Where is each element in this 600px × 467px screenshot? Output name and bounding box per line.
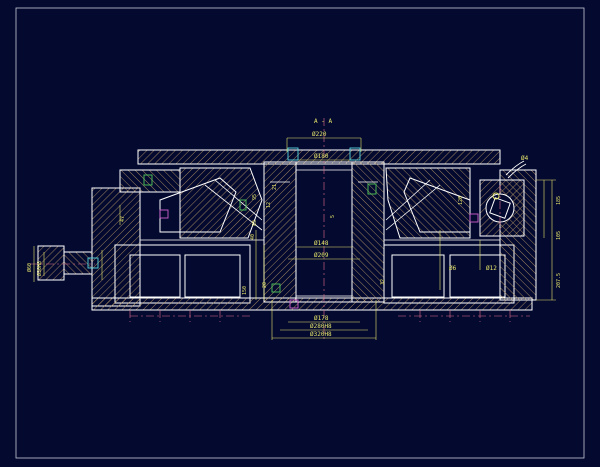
dim-d12: Ø12 (486, 265, 497, 272)
dim-d180: Ø180 (314, 153, 329, 160)
dim-d220: Ø220 (312, 131, 327, 138)
mark-r95: 95 (252, 194, 258, 200)
section-label: A - A (314, 118, 332, 125)
mark-r12: 12 (266, 202, 272, 208)
dim-d209: Ø209 (314, 252, 329, 259)
dim-h47: 47 (120, 216, 126, 222)
dim-d280: Ø280H8 (310, 323, 332, 330)
dim-h150: 150 (242, 286, 248, 295)
dim-h2075: 207.5 (556, 273, 562, 288)
detail-marks (87, 147, 527, 309)
dim-d60: Ø60 (26, 263, 33, 272)
dim-h120: 120 (458, 196, 464, 205)
dim-h32: 32 (380, 279, 386, 285)
bearing-cones (140, 169, 500, 297)
center-lines (30, 118, 530, 340)
housing-body (37, 149, 537, 311)
dim-d148: Ø148 (314, 240, 329, 247)
dim-d178: Ø178 (314, 315, 329, 322)
mark-r20: 20 (262, 282, 268, 288)
dim-h185: 185 (556, 196, 562, 205)
dim-d6: Ø6 (449, 265, 457, 272)
mark-r21: 21 (272, 184, 278, 190)
mark-r85: 85 (252, 220, 258, 226)
dim-d4: Ø4 (521, 155, 529, 162)
dim-d320: Ø320H8 (310, 331, 332, 338)
dim-h105: 105 (556, 231, 562, 240)
mark-s5: 5 (330, 215, 336, 218)
dimension-lines (33, 137, 556, 340)
dim-d30: Ø30H8 (36, 261, 43, 276)
dim-h40: 40 (250, 234, 256, 240)
drawing-border (15, 7, 585, 459)
